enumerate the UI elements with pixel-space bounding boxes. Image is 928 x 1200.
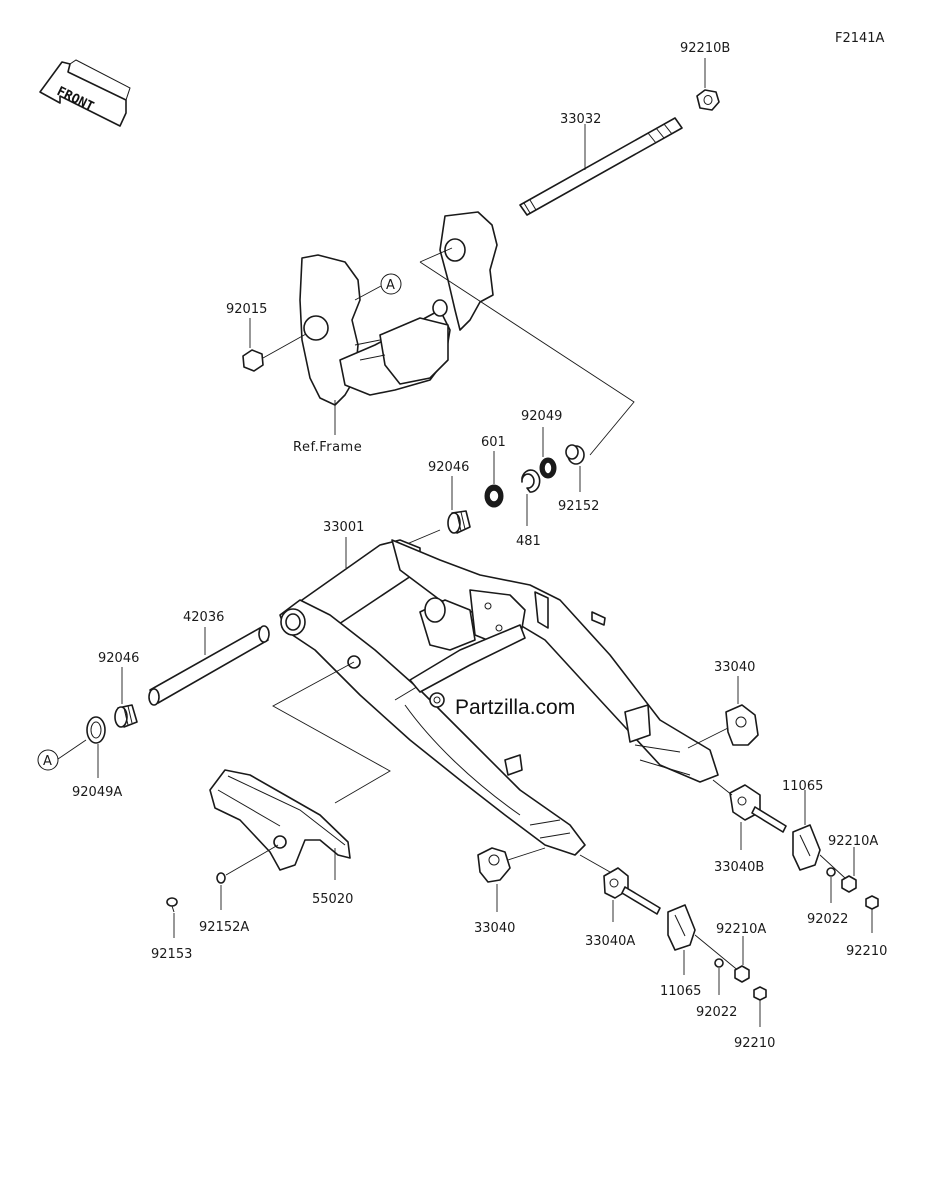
adjuster-33040-bottom[interactable] — [477, 847, 511, 883]
seal-92049a[interactable] — [86, 716, 106, 744]
washer-92022-bottom[interactable] — [714, 958, 724, 968]
part-label-11065-bottom: 11065 — [660, 984, 701, 999]
part-label-92046-left: 92046 — [98, 651, 139, 666]
diagram-code: F2141A — [835, 31, 885, 46]
part-label-42036: 42036 — [183, 610, 224, 625]
part-label-92153: 92153 — [151, 947, 192, 962]
nut-92210b[interactable] — [696, 89, 720, 111]
part-label-601: 601 — [481, 435, 506, 450]
chain-guard-55020[interactable] — [209, 769, 351, 871]
part-label-92022-right: 92022 — [807, 912, 848, 927]
part-label-92049: 92049 — [521, 409, 562, 424]
part-label-92046-top: 92046 — [428, 460, 469, 475]
part-label-92152: 92152 — [558, 499, 599, 514]
part-label-92210a-right: 92210A — [828, 834, 878, 849]
block-11065-right[interactable] — [792, 824, 821, 871]
part-label-92210a-bottom: 92210A — [716, 922, 766, 937]
circlip-481[interactable] — [521, 469, 541, 493]
part-label-33040b: 33040B — [714, 860, 764, 875]
sleeve-42036[interactable] — [148, 625, 270, 706]
part-label-92022-bottom: 92022 — [696, 1005, 737, 1020]
marker-a-top-label: A — [386, 278, 395, 293]
needle-bearing-92046-top[interactable] — [447, 510, 471, 534]
frame-bracket — [299, 211, 498, 406]
part-label-33040-bottom: 33040 — [474, 921, 515, 936]
part-label-55020: 55020 — [312, 892, 353, 907]
collar-92152[interactable] — [565, 444, 585, 465]
part-label-33032: 33032 — [560, 112, 601, 127]
nut-92015[interactable] — [242, 349, 264, 372]
pivot-shaft-33032[interactable] — [519, 117, 683, 216]
part-label-481: 481 — [516, 534, 541, 549]
adjuster-33040-right[interactable] — [725, 704, 759, 746]
adjuster-33040a[interactable] — [603, 867, 661, 915]
part-label-92210-right: 92210 — [846, 944, 887, 959]
marker-a-top: A — [380, 273, 402, 295]
needle-bearing-92046-left[interactable] — [114, 704, 138, 728]
watermark-text: Partzilla.com — [455, 696, 575, 719]
nut-92210-right[interactable] — [865, 895, 879, 910]
front-arrow-icon: FRONT — [39, 59, 131, 127]
marker-a-bottom-label: A — [43, 754, 52, 769]
part-label-11065-right: 11065 — [782, 779, 823, 794]
block-11065-bottom[interactable] — [667, 904, 696, 951]
screw-92153[interactable] — [166, 897, 178, 913]
adjuster-33040b[interactable] — [729, 784, 787, 833]
part-label-92210-bottom: 92210 — [734, 1036, 775, 1051]
swingarm-33001[interactable] — [279, 539, 719, 856]
part-label-92152a: 92152A — [199, 920, 249, 935]
part-label-33040-right: 33040 — [714, 660, 755, 675]
nut-92210-bottom[interactable] — [753, 986, 767, 1001]
frame-ref-label: Ref.Frame — [293, 440, 362, 455]
marker-a-bottom: A — [37, 749, 59, 771]
washer-92022-right[interactable] — [826, 867, 836, 877]
bearing-601[interactable] — [484, 484, 504, 508]
part-label-92049a: 92049A — [72, 785, 122, 800]
nut-92210a-bottom[interactable] — [734, 965, 750, 983]
part-label-92015: 92015 — [226, 302, 267, 317]
washer-92152a[interactable] — [216, 872, 226, 884]
seal-92049[interactable] — [539, 457, 557, 479]
part-label-92210b: 92210B — [680, 41, 730, 56]
part-label-33001: 33001 — [323, 520, 364, 535]
part-label-33040a: 33040A — [585, 934, 635, 949]
nut-92210a-right[interactable] — [841, 875, 857, 893]
